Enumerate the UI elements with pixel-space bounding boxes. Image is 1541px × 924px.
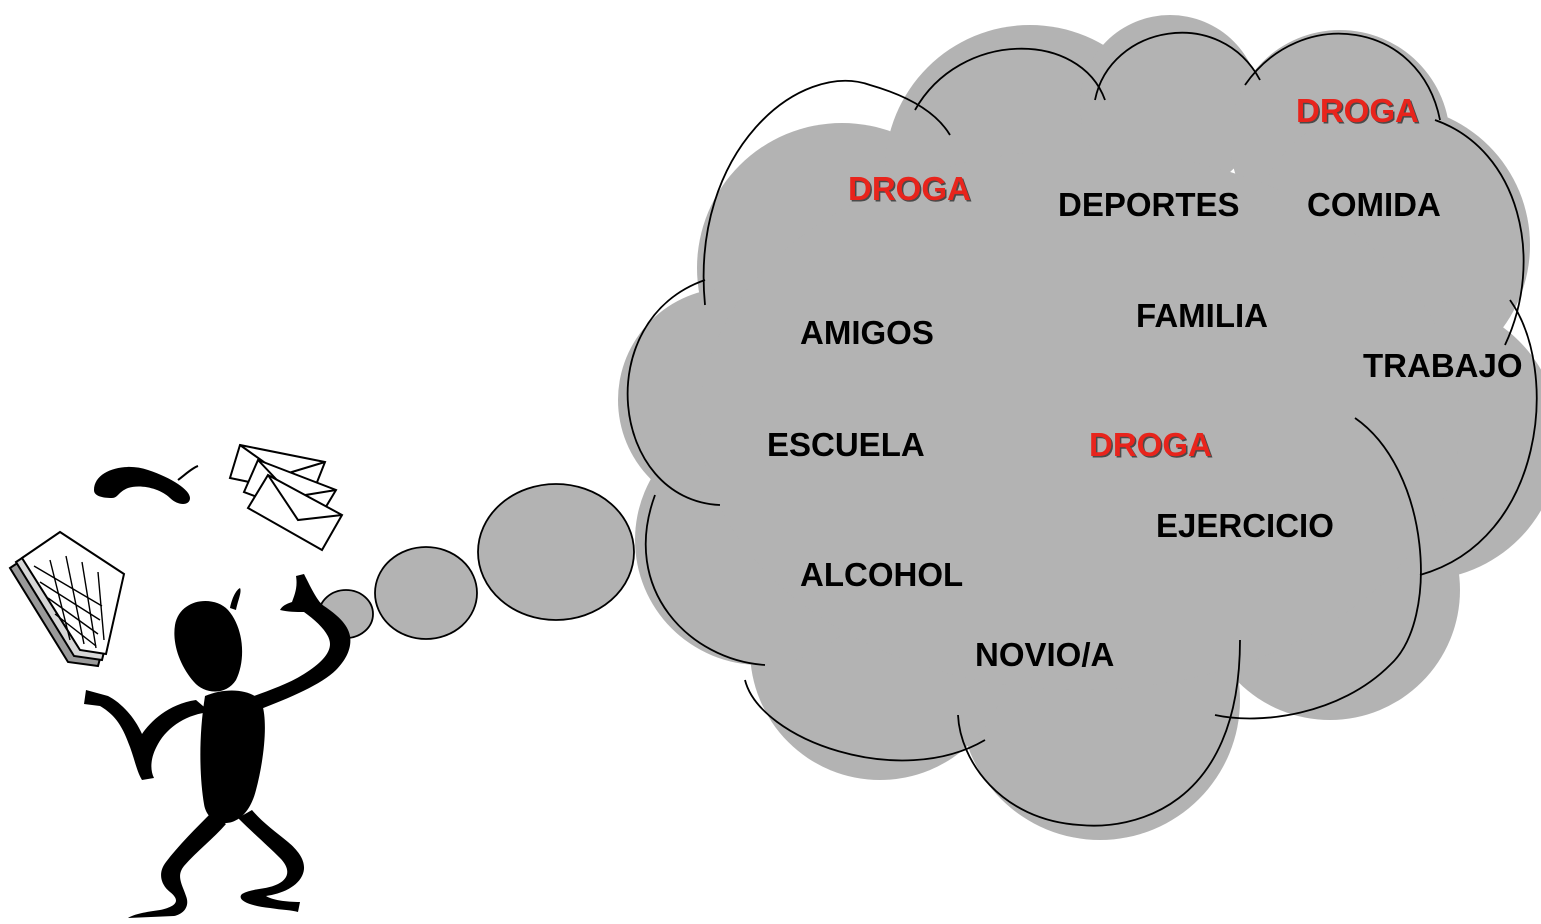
cloud-word-deportes: DEPORTES [1058, 186, 1240, 223]
cloud-word-droga-top-right: DROGA [1296, 92, 1419, 129]
thought-cloud [618, 15, 1541, 840]
thought-bubbles [318, 483, 635, 640]
telephone-handset-icon [94, 465, 199, 504]
envelopes-icon [228, 443, 344, 552]
calendar-book-icon [8, 530, 126, 668]
cloud-word-novio: NOVIO/A [975, 636, 1115, 673]
cloud-word-escuela: ESCUELA [767, 426, 925, 463]
stick-figure-icon [84, 574, 351, 918]
cloud-word-trabajo: TRABAJO [1363, 347, 1523, 384]
cloud-word-alcohol: ALCOHOL [800, 556, 964, 593]
cloud-word-comida: COMIDA [1307, 186, 1441, 223]
thought-bubble-large [477, 483, 635, 621]
cloud-word-ejercicio: EJERCICIO [1156, 507, 1334, 544]
thought-bubble-medium [374, 546, 478, 640]
cloud-word-droga-center: DROGA [1089, 426, 1212, 463]
cloud-word-droga-left: DROGA [848, 170, 971, 207]
cloud-word-amigos: AMIGOS [800, 314, 934, 351]
cloud-word-familia: FAMILIA [1136, 297, 1268, 334]
